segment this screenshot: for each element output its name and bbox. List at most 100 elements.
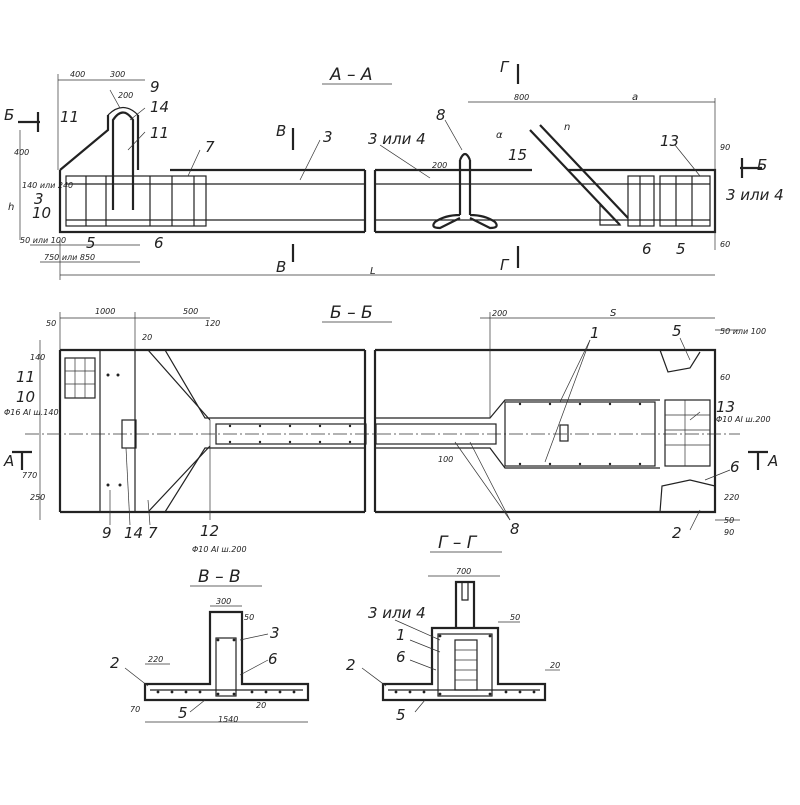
label-14-a: 14 (150, 98, 169, 116)
label-6-c: 6 (730, 458, 740, 476)
svg-text:140: 140 (30, 353, 45, 362)
svg-text:220: 220 (148, 655, 163, 664)
label-11-a: 11 (60, 108, 79, 126)
label-3or4-gg: 3 или 4 (368, 604, 426, 622)
svg-text:50: 50 (244, 613, 254, 622)
label-13: 13 (660, 132, 679, 150)
label-5-gg: 5 (396, 706, 406, 724)
right-cage (659, 175, 711, 227)
label-12: 12 (200, 522, 219, 540)
svg-text:300: 300 (110, 70, 125, 79)
label-9-a: 9 (150, 78, 160, 96)
svg-text:А: А (767, 452, 778, 470)
loop-in-section-gg (454, 580, 476, 628)
svg-text:140 или 240: 140 или 240 (22, 181, 73, 190)
svg-text:1000: 1000 (95, 307, 115, 316)
svg-text:60: 60 (720, 373, 730, 382)
svg-text:n: n (564, 122, 570, 133)
label-10-b: 10 (16, 388, 35, 406)
section-bb-view: Б – Б (3, 303, 778, 554)
label-6-a: 6 (642, 240, 652, 258)
cut-mark-a-left: А (3, 450, 32, 470)
cut-mark-b-left: Б (4, 106, 40, 132)
cut-mark-v: В В (276, 122, 295, 276)
svg-text:200: 200 (432, 161, 447, 170)
svg-text:Б: Б (4, 106, 14, 124)
svg-text:400: 400 (14, 148, 29, 157)
broken-corner-top (659, 349, 701, 373)
svg-text:50: 50 (46, 319, 56, 328)
svg-text:В: В (276, 122, 286, 140)
label-10-a: 10 (32, 204, 51, 222)
left-cage (65, 175, 207, 227)
label-3or4-b: 3 или 4 (726, 186, 784, 204)
beam-plan-outline (60, 348, 717, 514)
label-7: 7 (205, 138, 215, 156)
svg-text:90: 90 (720, 143, 730, 152)
section-gg-view: Г – Г 3 или 4 1 6 5 2 700 50 20 (346, 533, 560, 724)
svg-text:a: a (632, 92, 638, 103)
svg-text:250: 250 (30, 493, 45, 502)
label-1: 1 (590, 324, 600, 342)
label-8-b: 8 (510, 520, 520, 538)
section-bb-title: Б – Б (330, 303, 373, 323)
label-8: 8 (436, 106, 446, 124)
section-aa-title: А – А (329, 65, 373, 85)
svg-text:1540: 1540 (218, 715, 238, 724)
label-3: 3 (323, 128, 333, 146)
svg-text:h: h (8, 202, 14, 213)
section-vv-title: В – В (198, 567, 241, 587)
label-11-b: 11 (150, 124, 169, 142)
label-5-a: 5 (676, 240, 686, 258)
section-aa-view: А – А (4, 58, 784, 280)
label-2-vv: 2 (110, 654, 120, 672)
svg-text:70: 70 (130, 705, 140, 714)
label-5-b: 5 (86, 234, 96, 252)
label-6-gg: 6 (396, 648, 406, 666)
inclined-bar-15 (529, 124, 629, 226)
svg-text:100: 100 (438, 455, 453, 464)
t-section-gg (381, 626, 547, 702)
label-15: 15 (508, 146, 527, 164)
svg-text:400: 400 (70, 70, 85, 79)
svg-text:20: 20 (142, 333, 152, 342)
svg-text:300: 300 (216, 597, 231, 606)
section-vv-view: В – В 3 6 5 2 300 50 220 70 1540 20 (110, 567, 310, 724)
end-block-outline (59, 115, 140, 171)
rebar-note-10-bottom: Φ10 АⅠ ш.200 (192, 545, 247, 554)
rebar-dots-vv (156, 638, 296, 696)
svg-text:20: 20 (256, 701, 266, 710)
label-7-b: 7 (148, 524, 158, 542)
svg-text:Г: Г (500, 58, 510, 76)
svg-text:770: 770 (22, 471, 37, 480)
svg-text:60: 60 (720, 240, 730, 249)
svg-text:500: 500 (183, 307, 198, 316)
svg-text:220: 220 (724, 493, 739, 502)
svg-text:А: А (3, 452, 14, 470)
svg-text:L: L (370, 266, 376, 277)
svg-text:α: α (496, 130, 503, 141)
label-3-vv: 3 (270, 624, 280, 642)
web-outline (135, 349, 660, 513)
label-2-a: 2 (672, 524, 682, 542)
svg-text:Г: Г (500, 256, 510, 274)
svg-text:20: 20 (550, 661, 560, 670)
label-14-b: 14 (124, 524, 143, 542)
svg-text:120: 120 (205, 319, 220, 328)
lifting-loop-8 (432, 152, 498, 230)
rebar-note-16: Φ16 АⅠ ш.140 (4, 408, 59, 417)
svg-text:50: 50 (724, 516, 734, 525)
svg-text:50 или 100: 50 или 100 (20, 236, 66, 245)
section-gg-title: Г – Г (438, 533, 478, 553)
label-6-vv: 6 (268, 650, 278, 668)
label-5-c: 5 (672, 322, 682, 340)
svg-text:750 или 850: 750 или 850 (44, 253, 95, 262)
svg-text:S: S (610, 308, 617, 319)
svg-text:700: 700 (456, 567, 471, 576)
svg-text:Б: Б (757, 156, 767, 174)
label-3-b: 3 (34, 190, 44, 208)
label-5-vv: 5 (178, 704, 188, 722)
cut-mark-b-right: Б (740, 156, 767, 178)
